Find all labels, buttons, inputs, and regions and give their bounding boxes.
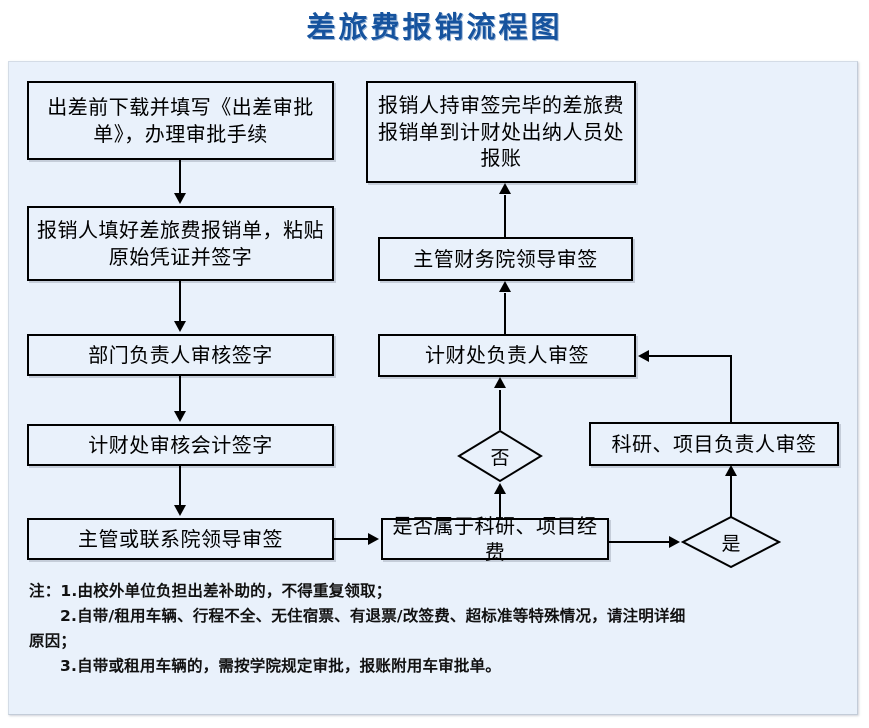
arrowhead-n7-n8 (499, 281, 511, 292)
note-line-4: 3.自带或租用车辆的，需按学院规定审批，报账附用车审批单。 (60, 657, 501, 676)
node-finance-accountant-sign: 计财处审核会计签字 (27, 424, 334, 466)
notes-block: 注：1.由校外单位负担出差补助的，不得重复领取； 2.自带/租用车辆、行程不全、… (29, 579, 839, 679)
node-label: 出差前下载并填写《出差审批单》，办理审批手续 (47, 95, 314, 146)
note-line-3: 原因； (29, 632, 77, 651)
node-label: 是否属于科研、项目经费 (392, 513, 598, 564)
connector-n2-n3 (179, 281, 181, 323)
arrowhead-n4-n5 (174, 505, 186, 516)
node-label: 报销人填好差旅费报销单，粘贴原始凭证并签字 (37, 218, 324, 269)
arrowhead-n10-n7 (638, 350, 649, 362)
node-department-head-sign: 部门负责人审核签字 (27, 334, 334, 376)
node-label: 科研、项目负责人审签 (611, 431, 817, 456)
node-label: 计财处审核会计签字 (88, 432, 273, 457)
decision-no: 否 (457, 429, 543, 483)
arrowhead-n5-n6 (368, 533, 379, 545)
node-finance-vice-president-sign: 主管财务院领导审签 (378, 237, 633, 281)
arrowhead-n6-yes (669, 536, 680, 548)
node-fill-reimbursement-form: 报销人填好差旅费报销单，粘贴原始凭证并签字 (27, 206, 334, 281)
diamond-shape-icon (457, 429, 543, 483)
arrowhead-yes-n10 (725, 465, 737, 476)
node-finance-office-head-sign: 计财处负责人审签 (378, 334, 636, 377)
node-label: 计财处负责人审签 (425, 343, 589, 368)
connector-n1-n2 (179, 160, 181, 195)
connector-n6-no (499, 486, 501, 518)
connector-n7-n8 (504, 293, 506, 335)
node-cashier-payout: 报销人持审签完毕的差旅费报销单到计财处出纳人员处报账 (366, 81, 636, 183)
node-label: 主管财务院领导审签 (413, 246, 598, 271)
note-line-1: 注：1.由校外单位负担出差补助的，不得重复领取； (29, 582, 392, 600)
node-label: 报销人持审签完毕的差旅费报销单到计财处出纳人员处报账 (378, 93, 624, 171)
arrowhead-n3-n4 (174, 411, 186, 422)
decision-label: 是 (721, 532, 741, 555)
decision-yes: 是 (681, 515, 781, 569)
connector-n4-n5 (179, 466, 181, 507)
arrowhead-n2-n3 (174, 321, 186, 332)
connector-n6-yes (609, 541, 671, 543)
node-is-research-project-funding: 是否属于科研、项目经费 (381, 514, 609, 564)
connector-n3-n4 (179, 376, 181, 413)
arrowhead-n1-n2 (174, 193, 186, 204)
page-title: 差旅费报销流程图 (306, 10, 563, 44)
node-label: 部门负责人审核签字 (88, 342, 273, 367)
node-supervising-leader-sign: 主管或联系院领导审签 (27, 518, 334, 560)
arrowhead-n8-n9 (499, 183, 511, 194)
connector-n10-to-n7 (649, 355, 731, 357)
node-label: 主管或联系院领导审签 (78, 526, 283, 551)
arrowhead-no-n7 (494, 377, 506, 388)
arrowhead-n6-no (494, 483, 506, 494)
connector-no-n7 (499, 390, 501, 430)
connector-n10-up (730, 355, 732, 423)
flowchart-panel: 出差前下载并填写《出差审批单》，办理审批手续 报销人填好差旅费报销单，粘贴原始凭… (8, 61, 858, 715)
diamond-shape-icon (681, 515, 781, 569)
connector-n5-n6 (334, 538, 370, 540)
node-project-leader-sign: 科研、项目负责人审签 (589, 422, 839, 466)
connector-n8-n9 (504, 195, 506, 238)
node-travel-approval-form: 出差前下载并填写《出差审批单》，办理审批手续 (27, 81, 334, 160)
decision-label: 否 (490, 446, 510, 469)
connector-yes-n10 (730, 474, 732, 517)
note-line-2: 2.自带/租用车辆、行程不全、无住宿票、有退票/改签费、超标准等特殊情况，请注明… (60, 607, 686, 626)
